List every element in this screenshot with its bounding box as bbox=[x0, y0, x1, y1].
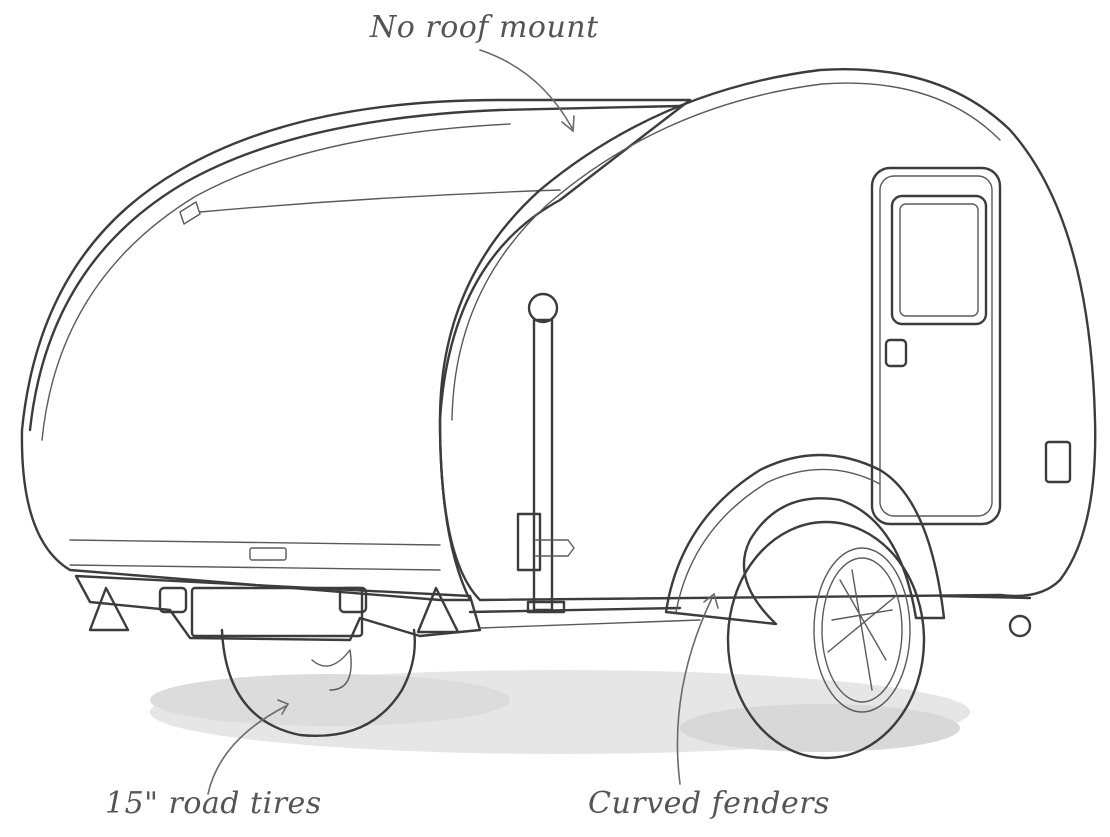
tires-annotation: 15" road tires bbox=[105, 786, 322, 821]
annotation-arrows bbox=[207, 49, 719, 795]
roof-annotation: No roof mount bbox=[370, 10, 599, 45]
rear-panel bbox=[20, 98, 692, 602]
side-body bbox=[438, 68, 1097, 602]
chassis bbox=[74, 574, 1032, 642]
ground-shadow bbox=[150, 670, 970, 754]
fenders-annotation: Curved fenders bbox=[588, 786, 830, 821]
front-wheel bbox=[726, 520, 926, 760]
marker-light bbox=[1044, 440, 1072, 484]
door bbox=[870, 166, 1002, 526]
rear-tire bbox=[220, 628, 416, 737]
fender bbox=[664, 453, 946, 626]
stabilizer-jack bbox=[516, 292, 575, 614]
